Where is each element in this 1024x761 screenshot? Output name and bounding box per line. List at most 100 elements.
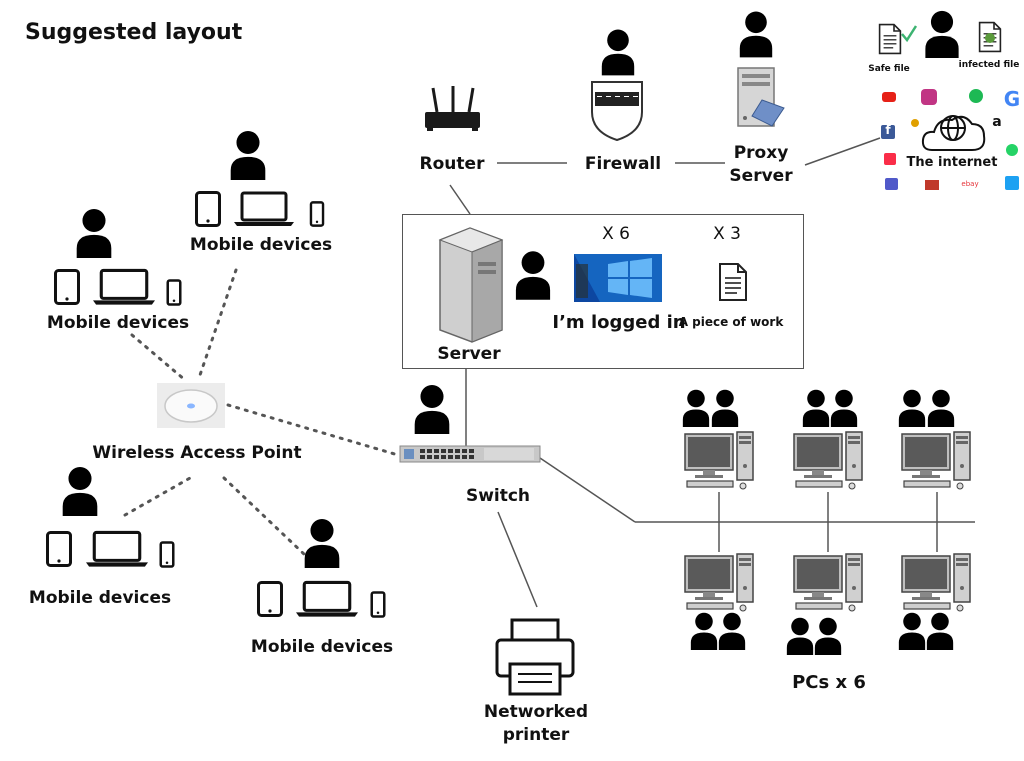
- wap-link-mobile-3: [123, 476, 192, 517]
- switch-printer-link: [497, 511, 538, 608]
- pc-group-bottom-2: [786, 553, 863, 655]
- firewall-label: Firewall: [584, 154, 662, 174]
- server-icon: [438, 227, 504, 343]
- twitter-icon: [1005, 176, 1019, 190]
- laptop-icon: [233, 191, 295, 227]
- desktop-pc-icon: [793, 431, 863, 490]
- page-title: Suggested layout: [25, 20, 243, 45]
- connection-lines: [449, 137, 975, 608]
- piece-of-work-label: A piece of work: [678, 315, 784, 329]
- network-switch-icon: [399, 445, 541, 463]
- printer-label-line2: printer: [502, 725, 570, 745]
- switch-admin-person-icon: [414, 384, 450, 434]
- pc-user-person-icon: [802, 389, 830, 427]
- pc-user-person-icon: [927, 389, 955, 427]
- safe-file-label: Safe file: [868, 64, 910, 74]
- internet-label: The internet: [906, 155, 998, 170]
- desktop-pc-icon: [684, 431, 754, 490]
- whatsapp-icon: [1006, 144, 1018, 156]
- phone-icon: [166, 279, 182, 306]
- pc-user-person-icon: [830, 389, 858, 427]
- desktop-pc-icon: [901, 553, 971, 612]
- proxy-server-icon: [737, 67, 785, 127]
- pc-user-person-icon: [898, 612, 926, 650]
- proxy-label-line2: Server: [729, 166, 793, 186]
- safe-file-icon: [878, 23, 902, 55]
- pc-user-person-icon: [926, 612, 954, 650]
- mobile-user-person-icon: [62, 466, 98, 516]
- switch-label: Switch: [465, 486, 531, 506]
- mobile-group-2: [54, 208, 182, 306]
- firewall-admin-person-icon: [601, 29, 635, 76]
- phone-icon: [309, 201, 325, 227]
- printer-label-line1: Networked: [483, 702, 589, 722]
- wap-link-mobile-2: [130, 333, 187, 382]
- desktop-pc-icon: [793, 553, 863, 612]
- virus-icon: [985, 33, 995, 43]
- firewall-shield-icon: [591, 81, 643, 142]
- mobile-devices-label-4: Mobile devices: [250, 637, 394, 657]
- pc-group-top-3: [898, 389, 971, 490]
- pc-group-bottom-1: [684, 553, 754, 650]
- server-label: Server: [437, 344, 501, 364]
- windows-screen-icon: [574, 254, 662, 302]
- infected-file-label: infected file: [958, 60, 1020, 70]
- pc-user-person-icon: [898, 389, 926, 427]
- router-server-link: [449, 184, 471, 215]
- tablet-icon: [257, 580, 283, 618]
- safe-check-icon: [901, 25, 918, 43]
- music-icon: [884, 153, 896, 165]
- pc-user-person-icon: [718, 612, 746, 650]
- mobile-devices-label-1: Mobile devices: [189, 235, 333, 255]
- amazon-logo: a: [992, 114, 1002, 130]
- document-count-label: X 3: [713, 224, 741, 244]
- proxy-admin-person-icon: [739, 11, 773, 58]
- pc-user-person-icon: [711, 389, 739, 427]
- pc-user-person-icon: [786, 617, 814, 655]
- switch-pc-bus-link: [539, 457, 636, 523]
- mobile-devices-label-3: Mobile devices: [28, 588, 172, 608]
- ebay-logo: ebay: [961, 180, 979, 188]
- pc-group-top-2: [793, 389, 863, 490]
- pc-user-person-icon: [814, 617, 842, 655]
- mobile-group-3: [46, 466, 175, 568]
- youtube-icon: [882, 92, 896, 102]
- pc-user-person-icon: [690, 612, 718, 650]
- home-icon: [911, 119, 919, 127]
- pc-group-top-1: [682, 389, 754, 490]
- printer-icon: [495, 618, 575, 696]
- instagram-icon: [921, 89, 937, 105]
- proxy-label-line1: Proxy: [733, 143, 789, 163]
- internet-user-person-icon: [925, 10, 959, 58]
- desktop-pc-icon: [901, 431, 971, 490]
- mobile-group-1: [195, 130, 325, 227]
- router-label: Router: [419, 154, 485, 174]
- spotify-icon: [969, 89, 983, 103]
- server-box: [402, 214, 804, 369]
- mobile-group-4: [257, 518, 386, 618]
- facebook-icon: [881, 125, 895, 139]
- mobile-devices-label-2: Mobile devices: [46, 313, 190, 333]
- wireless-access-point-icon: [157, 383, 225, 428]
- facebook-logo: f: [885, 123, 891, 137]
- logged-in-label: I’m logged in: [552, 312, 686, 333]
- cloud-globe-icon: [921, 115, 986, 151]
- mobile-user-person-icon: [76, 208, 112, 258]
- pcs-label: PCs x 6: [792, 672, 866, 693]
- mobile-user-person-icon: [304, 518, 340, 568]
- tablet-icon: [46, 530, 72, 568]
- teams-icon: [885, 178, 898, 190]
- proxy-internet-link: [804, 137, 881, 166]
- laptop-icon: [93, 268, 155, 306]
- laptop-icon: [86, 530, 148, 568]
- windows-count-label: X 6: [602, 224, 630, 244]
- wap-link-mobile-4: [222, 476, 307, 557]
- wap-link-mobile-1: [198, 268, 238, 377]
- desktop-pc-icon: [684, 553, 754, 612]
- news-icon: [925, 180, 939, 190]
- router-icon: [425, 86, 480, 131]
- phone-icon: [159, 541, 175, 568]
- pc-user-person-icon: [682, 389, 710, 427]
- laptop-icon: [296, 580, 358, 618]
